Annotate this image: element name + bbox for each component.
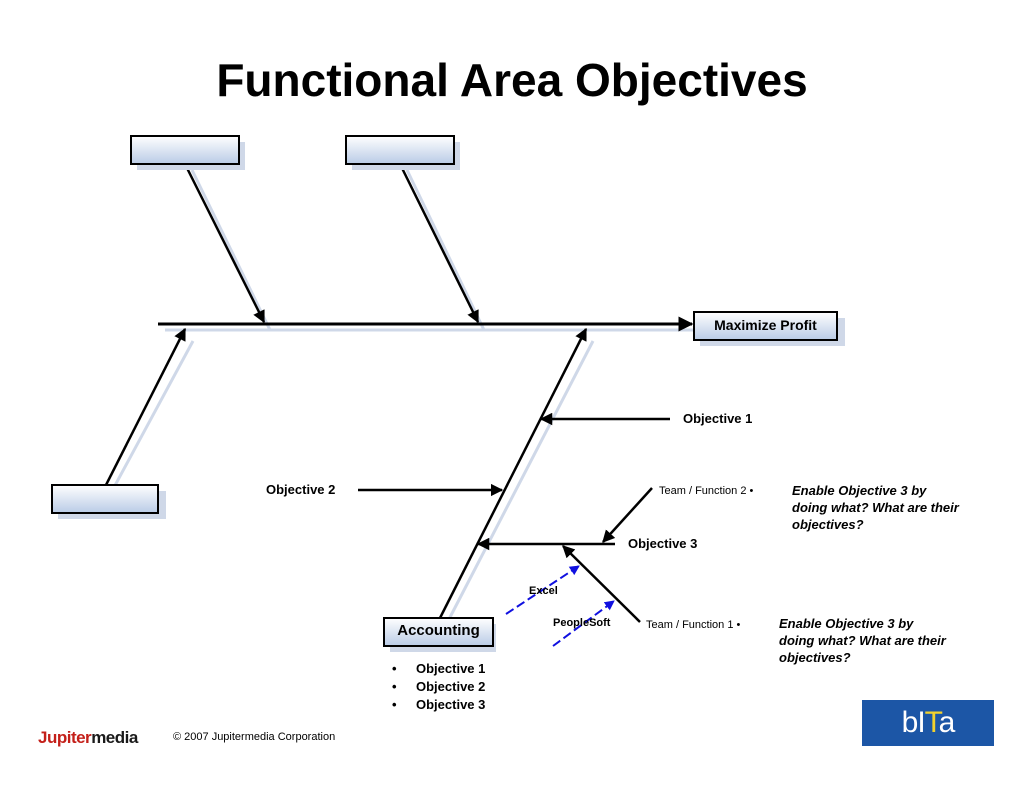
team-function-2-bullet: •: [749, 485, 754, 497]
jupitermedia-logo: Jupitermedia: [38, 728, 138, 747]
page-title: Functional Area Objectives: [216, 54, 808, 106]
team-function-1-bullet: •: [736, 619, 741, 631]
objective-3-label: Objective 3: [628, 536, 698, 551]
peoplesoft-label: PeopleSoft: [553, 617, 611, 629]
upper-bone-1: [183, 163, 266, 324]
accounting-objectives-list: Objective 1 Objective 2 Objective 3: [392, 660, 485, 714]
accounting-label: Accounting: [397, 622, 480, 639]
team-function-2-label: Team / Function 2 •: [659, 485, 754, 497]
fishbone-diagram: [51, 135, 845, 652]
excel-label: Excel: [529, 585, 558, 597]
effect-label: Maximize Profit: [714, 317, 817, 333]
empty-cause-box-1: [130, 135, 240, 165]
list-item: Objective 2: [392, 678, 485, 696]
note-lower: Enable Objective 3 by doing what? What a…: [779, 616, 946, 665]
objective-2-label: Objective 2: [266, 482, 336, 497]
excel-arrow: [505, 565, 580, 615]
list-item: Objective 1: [392, 660, 485, 678]
upper-bone-2: [398, 163, 480, 324]
team-function-1-arrow: [562, 545, 641, 623]
team-function-2-arrow: [602, 487, 653, 543]
effect-box: [693, 311, 838, 341]
empty-cause-box-3: [51, 484, 159, 514]
list-item: Objective 3: [392, 696, 485, 714]
empty-cause-box-2: [345, 135, 455, 165]
team-function-1-label: Team / Function 1 •: [646, 619, 741, 631]
lower-bone-left: [104, 327, 187, 486]
accounting-box: [383, 617, 494, 647]
note-upper: Enable Objective 3 by doing what? What a…: [792, 483, 959, 532]
objective-1-label: Objective 1: [683, 411, 753, 426]
lower-bone-accounting: [438, 327, 588, 619]
bita-planet-logo: bITa planet: [862, 700, 994, 785]
copyright-text: © 2007 Jupitermedia Corporation: [173, 731, 336, 743]
